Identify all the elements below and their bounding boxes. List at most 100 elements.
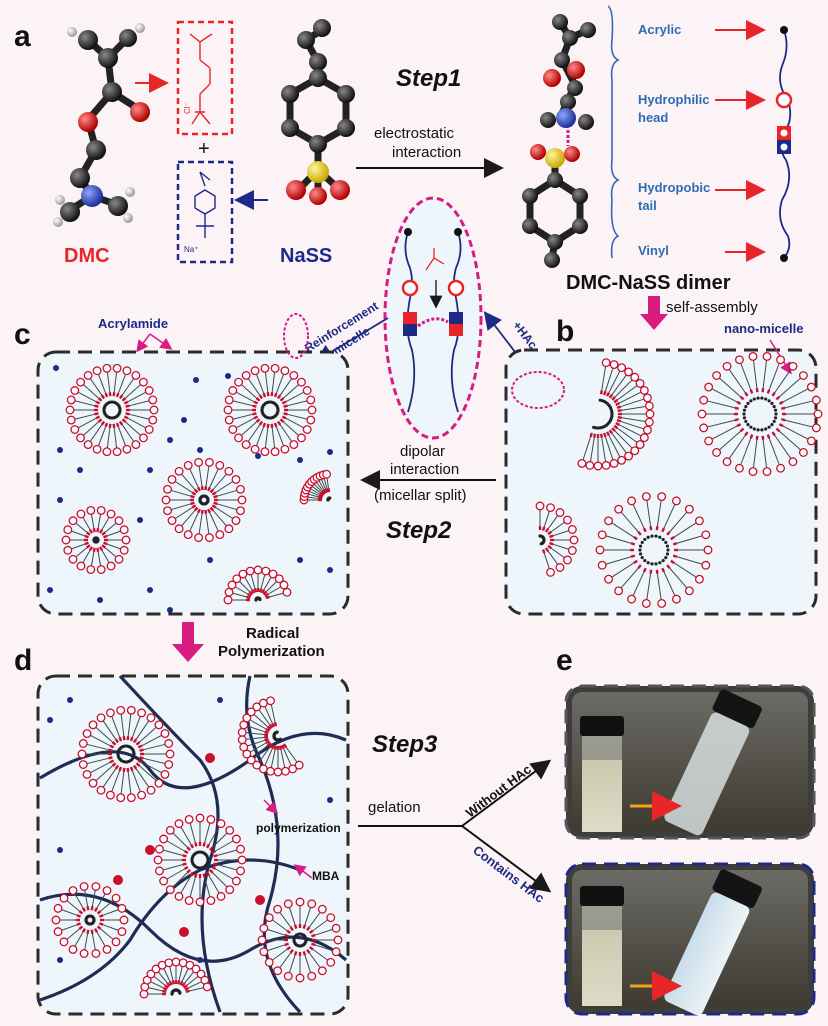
step1-label: Step1 (396, 65, 461, 92)
nass-structure-box (176, 160, 234, 264)
acrylamide-dot (297, 457, 303, 463)
micelle (153, 813, 247, 907)
electrostatic-label-line1: electrostatic (374, 125, 455, 142)
acrylamide-dot (47, 587, 53, 593)
micelle (257, 897, 343, 983)
panel-b-box (504, 348, 818, 616)
panel-label-e: e (556, 644, 573, 677)
acrylamide-dot (197, 957, 203, 963)
acrylamide-dot (53, 365, 59, 371)
micelle (223, 565, 292, 605)
gelation-label: gelation (368, 799, 421, 816)
micelle (535, 501, 579, 577)
self-assembly-arrow (640, 296, 668, 330)
acrylamide-dot (97, 597, 103, 603)
micelle (77, 705, 175, 803)
hydrophobic-label-line1: Hydropobic (638, 180, 710, 195)
acrylamide-dot (57, 847, 63, 853)
micelle (237, 696, 304, 777)
mba-crosslink (255, 895, 265, 905)
nass-structure-formula (194, 171, 216, 238)
hac-inset-chains (401, 228, 465, 413)
mba-label: MBA (312, 869, 340, 883)
acrylamide-dot (327, 797, 333, 803)
acrylamide-dot (327, 567, 333, 573)
acrylamide-dot (47, 717, 53, 723)
acrylamide-dot (167, 607, 173, 613)
acrylamide-dot (137, 517, 143, 523)
contains-hac-arrow (461, 825, 552, 893)
panel-label-d: d (14, 644, 32, 677)
panel-c-highlight (283, 313, 309, 359)
panel-b-highlight (511, 371, 565, 409)
micelle (595, 492, 713, 608)
panel-label-c: c (14, 318, 31, 351)
dipolar-label-line1: dipolar (400, 443, 445, 460)
panel-c-micelles (47, 363, 333, 613)
nass-label: NaSS (280, 245, 332, 267)
acrylamide-dot (67, 697, 73, 703)
mba-crosslink (205, 753, 215, 763)
dmc-label: DMC (64, 245, 110, 267)
acrylamide-dot (327, 449, 333, 455)
self-assembly-label: self-assembly (666, 299, 758, 316)
panel-label-a: a (14, 20, 31, 53)
hac-label: +HAc (510, 318, 540, 351)
acrylamide-dot (207, 557, 213, 563)
mba-crosslink (113, 875, 123, 885)
photo-contains-hac (564, 862, 816, 1016)
hydrophilic-label-line2: head (638, 110, 668, 125)
acrylamide-dot (57, 957, 63, 963)
polymerization-pointer (263, 799, 279, 815)
hydrophilic-label-line1: Hydrophilic (638, 92, 710, 107)
acrylamide-dot (147, 587, 153, 593)
plus-sign: + (198, 138, 210, 160)
contains-hac-label: Contains HAc (470, 842, 547, 905)
mba-crosslink (145, 845, 155, 855)
micelle (161, 457, 247, 543)
dimer-title: DMC-NaSS dimer (566, 272, 731, 294)
panel-b-micelles (535, 351, 823, 608)
dimer-brace (607, 5, 620, 259)
dimer-schematic (775, 26, 793, 262)
micelle (299, 469, 332, 505)
micelle (223, 363, 317, 457)
acrylamide-dot (57, 497, 63, 503)
dmc-counterion: Cl⁻ (183, 102, 192, 114)
dipolar-label-line2: interaction (390, 461, 459, 478)
photo-without-hac (564, 684, 816, 840)
radical-polymerization-arrow (172, 622, 204, 662)
panel-label-b: b (556, 315, 574, 348)
acrylamide-dot (57, 447, 63, 453)
acrylamide-dot (181, 417, 187, 423)
acrylamide-pointer-2 (149, 333, 173, 350)
nass-counterion: Na⁺ (184, 245, 198, 254)
radical-label-line2: Polymerization (218, 643, 325, 660)
nano-micelle-label: nano-micelle (724, 321, 803, 336)
polymer-chain (39, 858, 301, 1002)
micelle (697, 351, 823, 477)
without-hac-label: Without HAc (463, 762, 534, 821)
polymerization-label: polymerization (256, 821, 341, 835)
dimer-molecule-model (522, 14, 596, 268)
nass-molecule-model (281, 19, 355, 205)
acrylamide-dot (147, 467, 153, 473)
dmc-structure-box (176, 20, 234, 136)
panel-c-box (36, 350, 350, 616)
micelle (139, 957, 212, 999)
step2-label: Step2 (386, 517, 452, 544)
panel-d-network (39, 674, 348, 1014)
acrylamide-dot (77, 467, 83, 473)
mba-pointer (293, 864, 313, 879)
dmc-structure-formula (189, 33, 213, 125)
acrylamide-dot (197, 447, 203, 453)
acrylamide-dot (193, 377, 199, 383)
electrostatic-label-line2: interaction (392, 144, 461, 161)
acrylamide-label: Acrylamide (98, 316, 168, 331)
mba-crosslink (179, 927, 189, 937)
acrylic-label: Acrylic (638, 22, 681, 37)
acrylamide-dot (217, 697, 223, 703)
acrylamide-dot (255, 453, 261, 459)
radical-label-line1: Radical (246, 625, 299, 642)
